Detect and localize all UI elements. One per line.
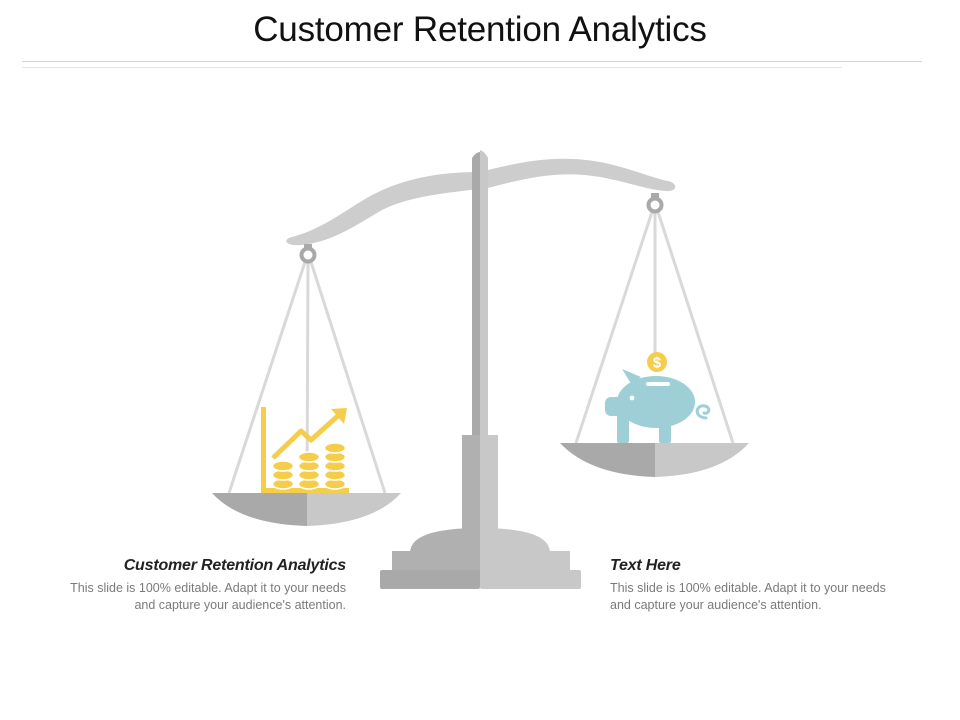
slide-title: Customer Retention Analytics (253, 10, 707, 49)
left-scale-pan (212, 493, 401, 526)
left-hook-stem (304, 244, 312, 250)
right-hook-stem (651, 193, 659, 199)
right-block-body: This slide is 100% editable. Adapt it to… (610, 581, 886, 612)
left-block-heading: Customer Retention Analytics (123, 557, 346, 574)
piggy-bank-icon: $ (605, 352, 711, 443)
right-hook-ring (646, 196, 664, 214)
left-text-block: Customer Retention Analytics This slide … (46, 557, 346, 614)
right-pan-strings (574, 211, 735, 444)
scale-post (462, 150, 498, 535)
left-hook-ring (299, 246, 317, 264)
left-block-body: This slide is 100% editable. Adapt it to… (70, 581, 346, 612)
title-divider (22, 61, 922, 62)
title-divider-secondary (22, 67, 842, 68)
right-text-block: Text Here This slide is 100% editable. A… (610, 557, 910, 614)
growth-chart-coins-icon (261, 407, 349, 493)
right-block-heading: Text Here (610, 557, 681, 574)
right-scale-pan (560, 443, 749, 477)
coin-symbol: $ (653, 355, 662, 372)
scale-base (380, 528, 581, 589)
